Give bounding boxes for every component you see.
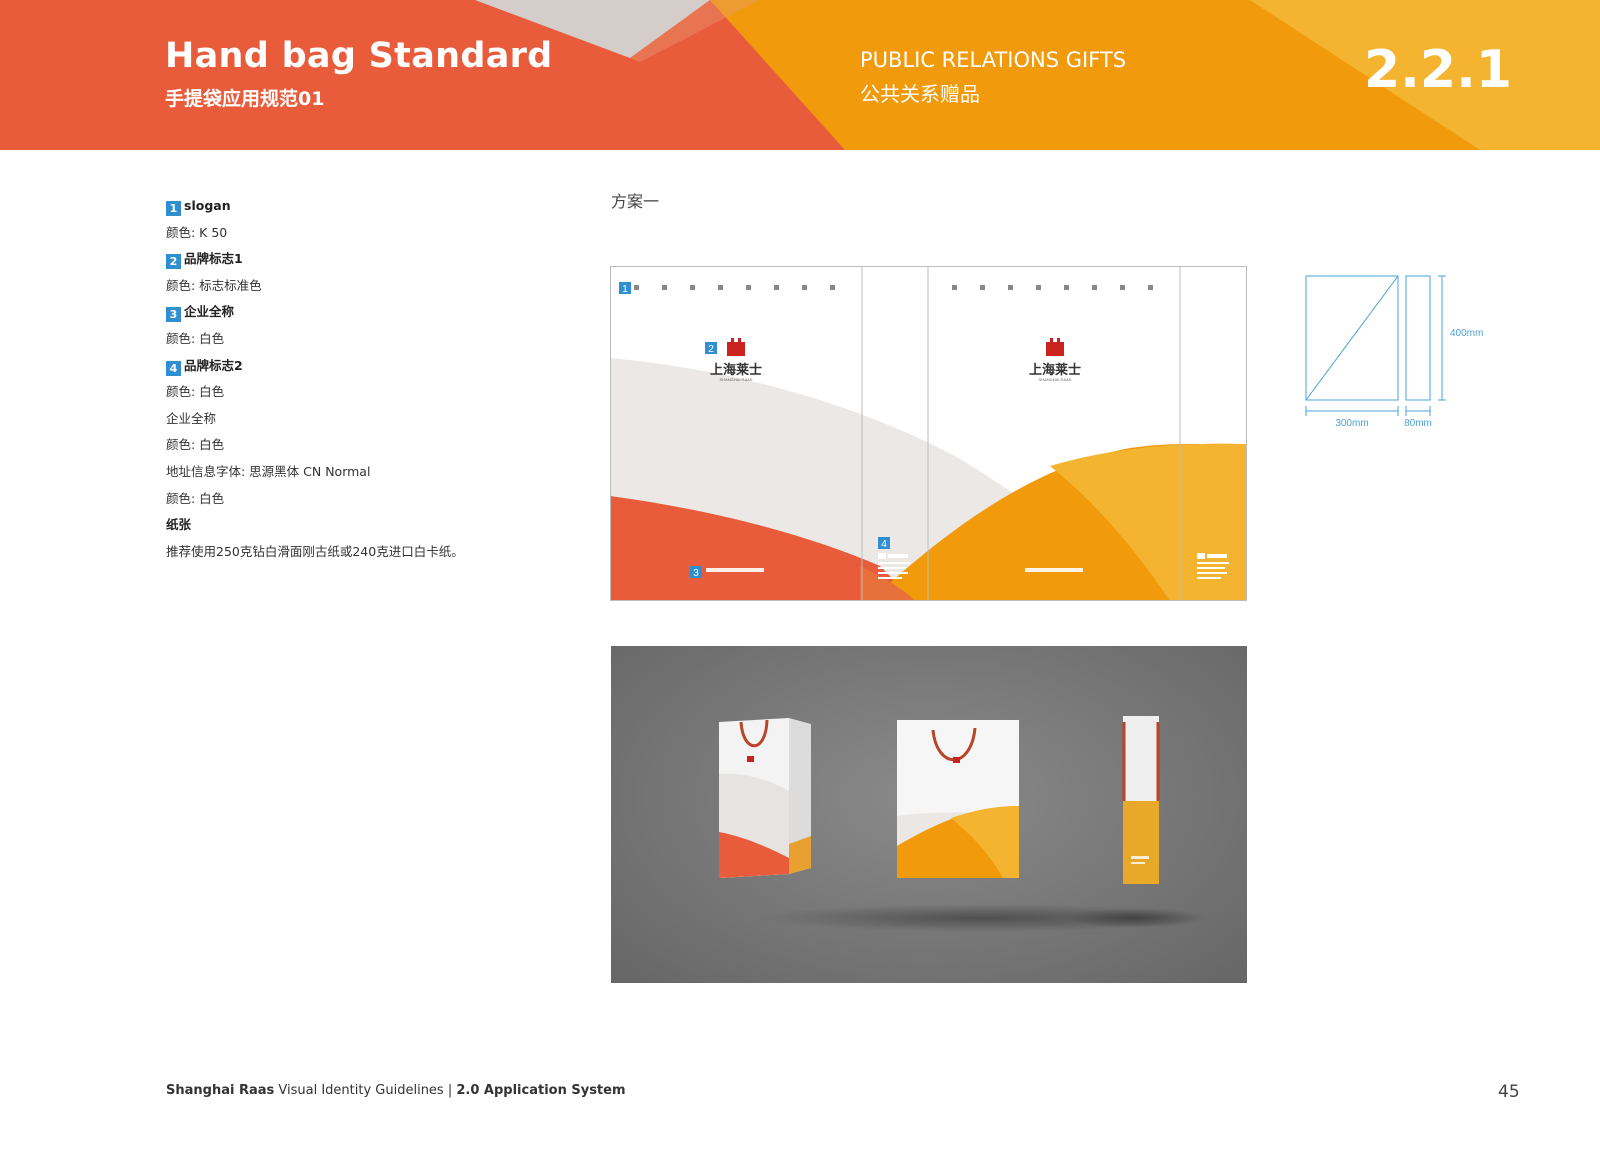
spec-text: 地址信息字体: 思源黑体 CN Normal (166, 463, 371, 479)
red-swoosh (610, 496, 915, 601)
section-number: 2.2.1 (1364, 40, 1513, 100)
spec-badge: 1 (166, 201, 181, 216)
slogan-row-back (952, 285, 1153, 290)
dimension-diagram: 400mm 300mm 80mm (1305, 275, 1483, 429)
header-banner: Hand bag Standard 手提袋应用规范01 PUBLIC RELAT… (0, 0, 1600, 150)
bag-mockup-photo (611, 646, 1247, 983)
spec-item: 颜色: 白色 (166, 326, 566, 353)
svg-text:SHANGHAI RAAS: SHANGHAI RAAS (1039, 377, 1072, 382)
spec-text: 推荐使用250克钻白滑面刚古纸或240克进口白卡纸。 (166, 543, 464, 559)
dieline-badge-3: 3 (693, 568, 699, 579)
spec-text: 品牌标志2 (184, 357, 243, 373)
bag-dieline: 1 2 3 4 上海莱士 SHANGHAI RAAS 上海莱士 SHANGHAI… (610, 266, 1247, 601)
spec-item: 纸张 (166, 512, 566, 539)
page-subtitle: 手提袋应用规范01 (165, 88, 325, 110)
svg-text:上海莱士: 上海莱士 (1029, 362, 1081, 378)
spec-item: 颜色: 标志标准色 (166, 273, 566, 300)
spec-item: 推荐使用250克钻白滑面刚古纸或240克进口白卡纸。 (166, 539, 566, 566)
spec-item: 地址信息字体: 思源黑体 CN Normal (166, 459, 566, 486)
footer-doc: Visual Identity Guidelines | (274, 1083, 457, 1098)
brand-logo-front: 上海莱士 SHANGHAI RAAS (710, 338, 762, 382)
spec-text: 颜色: 白色 (166, 437, 225, 453)
dimension-height: 400mm (1450, 328, 1483, 339)
spec-badge: 4 (166, 360, 181, 376)
spec-badge: 2 (166, 254, 181, 270)
brand-logo-back: 上海莱士 SHANGHAI RAAS (1029, 338, 1081, 382)
spec-item: 企业全称 (166, 406, 566, 433)
dimension-depth: 80mm (1404, 418, 1432, 429)
header-background-shapes (0, 0, 1600, 150)
bag-mockup-front (897, 720, 1019, 878)
spec-item: 颜色: 白色 (166, 379, 566, 406)
gusset-info-right (1197, 553, 1229, 579)
spec-text: 颜色: 白色 (166, 330, 225, 346)
spec-item: 颜色: K 50 (166, 220, 566, 247)
spec-item: 颜色: 白色 (166, 486, 566, 513)
company-name-front (706, 568, 764, 572)
dieline-badge-4: 4 (881, 539, 887, 550)
spec-text: 品牌标志1 (184, 251, 243, 267)
spec-text: 企业全称 (166, 410, 217, 426)
spec-item: 颜色: 白色 (166, 432, 566, 459)
yellow-swoosh (1050, 443, 1247, 601)
category-chinese: 公共关系赠品 (860, 82, 980, 106)
spec-text: 颜色: 白色 (166, 384, 225, 400)
spec-text: slogan (184, 198, 231, 213)
spec-text: 颜色: K 50 (166, 224, 228, 240)
spec-badge: 3 (166, 307, 181, 323)
footer-brand: Shanghai Raas (166, 1083, 275, 1098)
svg-text:上海莱士: 上海莱士 (710, 362, 762, 378)
slogan-row-front (634, 285, 835, 290)
category-english: PUBLIC RELATIONS GIFTS (860, 48, 1127, 72)
footer-section: 2.0 Application System (456, 1083, 626, 1098)
gusset-info-left (878, 553, 910, 579)
spec-text: 纸张 (166, 517, 192, 533)
page-title: Hand bag Standard (165, 36, 553, 76)
spec-text: 颜色: 标志标准色 (166, 277, 262, 293)
dieline-badge-2: 2 (708, 344, 714, 355)
company-name-back (1025, 568, 1083, 572)
bag-mockup-side (1122, 716, 1160, 884)
plan-label: 方案一 (611, 192, 660, 211)
footer-text: Shanghai Raas Visual Identity Guidelines… (166, 1083, 626, 1098)
spec-text: 颜色: 白色 (166, 490, 225, 506)
dieline-badge-1: 1 (622, 284, 628, 295)
page-number: 45 (1498, 1082, 1520, 1102)
bag-mockup-angled (719, 718, 811, 878)
svg-text:SHANGHAI RAAS: SHANGHAI RAAS (720, 377, 753, 382)
dimension-width: 300mm (1335, 418, 1368, 429)
spec-text: 企业全称 (184, 304, 235, 320)
